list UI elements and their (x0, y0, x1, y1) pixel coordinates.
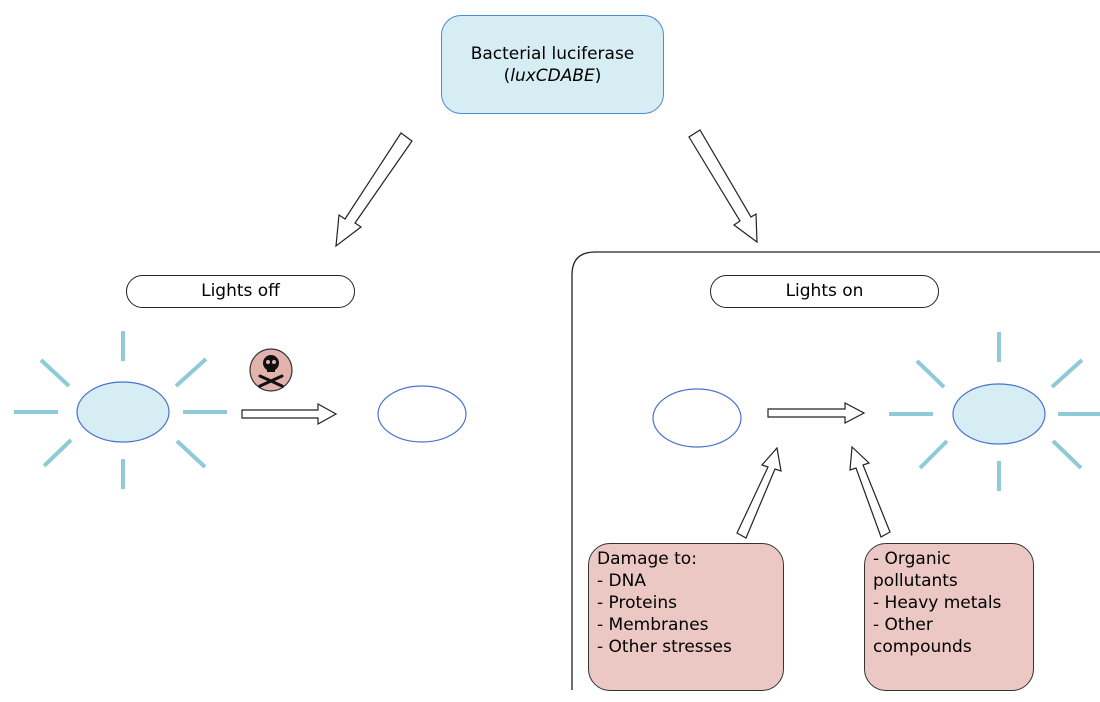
compounds-box: - Organic pollutants - Heavy metals - Ot… (864, 543, 1034, 691)
lights-on-label: Lights on (710, 275, 939, 308)
damage-line: Damage to: (597, 549, 697, 569)
bacterial-luciferase-box: Bacterial luciferase (luxCDABE) (441, 15, 664, 114)
arrow-to-lights-on (688, 129, 758, 244)
damage-line: - DNA (597, 571, 646, 591)
arrow-to-dark-cell (241, 402, 338, 426)
damage-line: - Proteins (597, 593, 677, 613)
paren-close: ) (594, 65, 602, 86)
luminous-cell-right (952, 383, 1046, 445)
arrow-to-glowing-cell (767, 402, 866, 424)
top-box-title: Bacterial luciferase (470, 43, 635, 64)
skull-crossbones-icon (249, 348, 293, 392)
compounds-line: - Other (873, 615, 933, 635)
damage-line: - Other stresses (597, 637, 732, 657)
non-luminous-cell-left (377, 385, 467, 443)
compounds-line: compounds (873, 637, 972, 657)
damage-box: Damage to: - DNA - Proteins - Membranes … (588, 543, 784, 691)
luminous-cell (76, 381, 170, 443)
paren-open: ( (503, 65, 511, 86)
damage-line: - Membranes (597, 615, 709, 635)
glowing-cell-left (14, 331, 227, 489)
glowing-cell-right (889, 332, 1100, 491)
non-luminous-cell-right (652, 388, 742, 448)
compounds-line: pollutants (873, 571, 958, 591)
compounds-line: - Heavy metals (873, 593, 1002, 613)
arrow-to-lights-off (335, 132, 413, 248)
gene-name: luxCDABE (510, 65, 595, 86)
lights-on-panel-border (571, 251, 1100, 690)
arrow-damage-to-induction (736, 446, 782, 539)
top-box-gene-line: (luxCDABE) (442, 65, 663, 87)
arrow-compounds-to-induction (849, 445, 891, 538)
compounds-line: - Organic (873, 549, 951, 569)
lights-off-label: Lights off (126, 275, 355, 308)
